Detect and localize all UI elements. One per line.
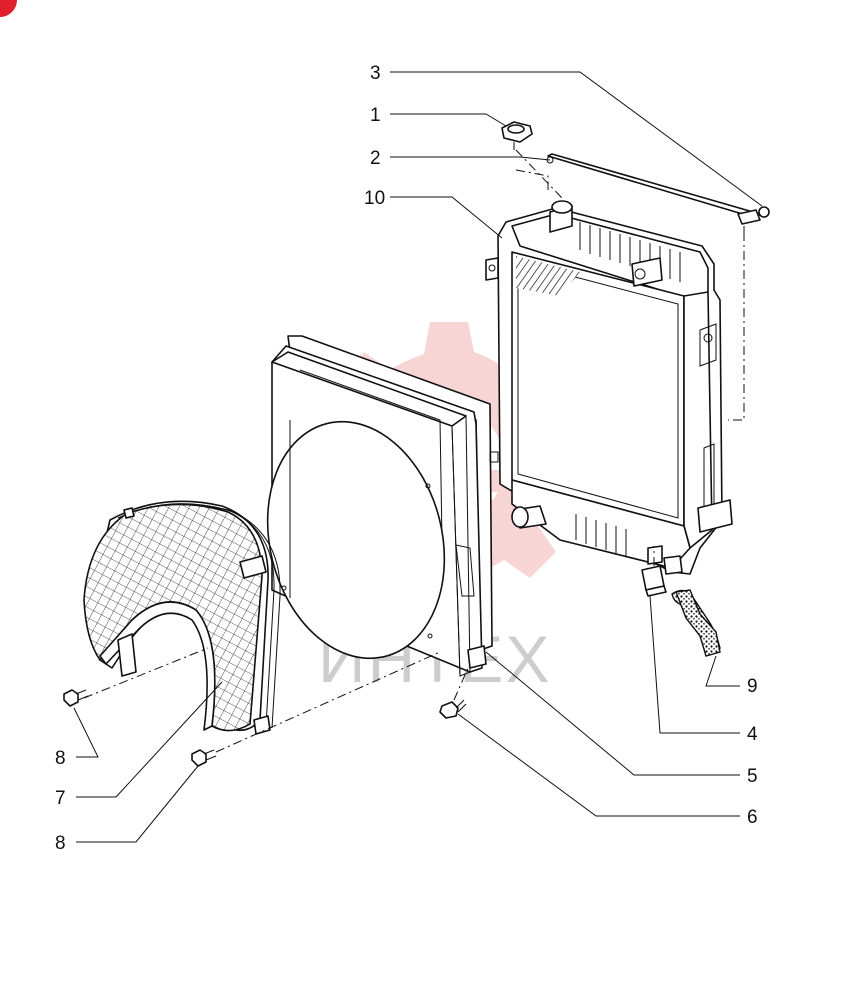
callout-9: 9 [747, 676, 758, 697]
assembly-axis-4 [215, 651, 441, 753]
bottom-tank-fins [575, 514, 627, 556]
drain-bracket [641, 565, 667, 597]
callout-1: 1 [370, 105, 381, 126]
callout-8-upper: 8 [55, 748, 66, 769]
support-rod [546, 153, 770, 232]
callout-3: 3 [370, 63, 381, 84]
callout-10: 10 [364, 188, 385, 209]
corner-marker [0, 0, 17, 17]
callout-4: 4 [747, 724, 758, 745]
leader-lines [73, 71, 763, 843]
shroud-opening [266, 420, 446, 660]
callout-5: 5 [747, 766, 758, 787]
radiator-core [511, 251, 685, 527]
assembly-axis-2 [728, 232, 745, 421]
assembly-axis-5 [453, 667, 469, 701]
callout-6: 6 [747, 807, 758, 828]
fan-guard-grille [83, 500, 281, 735]
callout-2: 2 [370, 148, 381, 169]
bolt-8-lower [191, 749, 217, 767]
callout-8-lower: 8 [55, 833, 66, 854]
assembly-axis-3 [83, 647, 209, 699]
radiator [485, 200, 733, 575]
assembly-axis-6 [515, 169, 549, 190]
callout-7: 7 [55, 788, 66, 809]
bolt-6 [439, 699, 467, 719]
fan-shroud [266, 335, 499, 677]
radiator-cap [501, 121, 533, 150]
